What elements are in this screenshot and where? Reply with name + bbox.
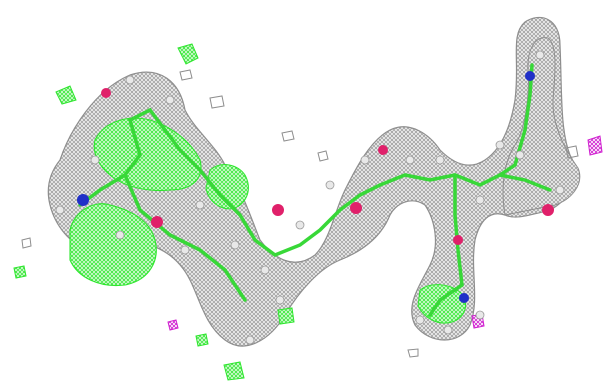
stray-fragment — [179, 69, 193, 81]
hydrogen-atom — [115, 230, 125, 240]
oxygen-atom — [101, 88, 111, 98]
hydrogen-atom — [275, 295, 285, 305]
nitrogen-atom — [525, 71, 535, 81]
backbone-left — [78, 107, 517, 257]
oxygen-atoms — [101, 88, 554, 245]
hydrogen-atom — [415, 315, 425, 325]
difference-mesh-positive — [13, 43, 467, 381]
density-mesh — [47, 16, 581, 347]
hydrogen-atom — [443, 325, 453, 335]
hydrogen-atom — [260, 265, 270, 275]
stray-fragment — [565, 145, 579, 159]
hydrogen-atom — [180, 245, 190, 255]
hydrogen-atom — [405, 155, 415, 165]
green-fragment-top — [177, 43, 199, 65]
green-fragment-center — [195, 333, 209, 347]
green-blob-mid — [205, 164, 249, 210]
oxygen-atom — [151, 216, 163, 228]
side-chain-down — [453, 173, 464, 287]
hydrogen-atoms — [55, 50, 565, 345]
oxygen-atom — [350, 202, 362, 214]
hydrogen-atom — [125, 75, 135, 85]
stray-fragment — [317, 150, 329, 162]
hydrogen-atom — [535, 50, 545, 60]
oxygen-atom — [453, 235, 463, 245]
hydrogen-atom — [295, 220, 305, 230]
green-blob-large — [69, 203, 157, 287]
purple-fragment-bottom — [167, 319, 179, 331]
nitrogen-atom — [459, 293, 469, 303]
side-chain-left-down — [123, 173, 247, 302]
hydrogen-atom — [245, 335, 255, 345]
hydrogen-atom — [55, 205, 65, 215]
stray-fragment — [21, 237, 32, 249]
hydrogen-atom — [360, 155, 370, 165]
hydrogen-atom — [435, 155, 445, 165]
hydrogen-atom — [495, 140, 505, 150]
nitrogen-atom — [77, 194, 89, 206]
green-fragment-far-left — [13, 265, 27, 279]
green-fragment-bottom — [223, 361, 245, 381]
stray-fragment — [209, 95, 225, 109]
side-chain-lower-right — [428, 283, 464, 317]
hydrogen-atom — [195, 200, 205, 210]
stray-fragment — [407, 348, 419, 358]
oxygen-atom — [378, 145, 388, 155]
oxygen-atom — [542, 204, 554, 216]
green-fragment-left — [55, 85, 77, 105]
stray-mesh-fragments — [21, 69, 579, 358]
hydrogen-atom — [475, 310, 485, 320]
density-upper-right-chain — [502, 37, 581, 216]
nitrogen-atoms — [77, 71, 535, 303]
hydrogen-atom — [165, 95, 175, 105]
atoms — [55, 50, 565, 345]
hydrogen-atom — [515, 150, 525, 160]
oxygen-atom — [272, 204, 284, 216]
side-chain-right — [498, 173, 552, 192]
hydrogen-atom — [230, 240, 240, 250]
green-fragment-lower-mid — [277, 307, 295, 325]
hydrogen-atom — [555, 185, 565, 195]
hydrogen-atom — [475, 195, 485, 205]
green-blob-upper — [93, 117, 202, 191]
stray-fragment — [281, 130, 295, 142]
hydrogen-atom — [90, 155, 100, 165]
hydrogen-atom — [325, 180, 335, 190]
purple-fragment-right — [587, 135, 603, 156]
